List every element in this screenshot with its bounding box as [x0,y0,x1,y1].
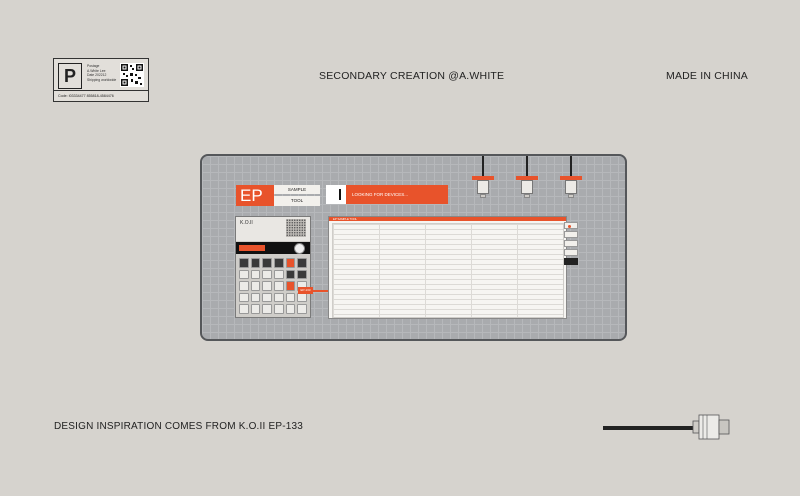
plug-pin [568,194,574,198]
pad-button[interactable] [285,304,296,314]
postage-label: P Postage A.White Lee Date 202212 Shippi… [53,58,149,102]
pad-button[interactable] [250,258,261,268]
ep-subtitle-sample: SAMPLE [274,185,320,194]
pad-button[interactable] [239,292,249,303]
pad-button[interactable] [274,258,284,268]
cable-tag [472,176,494,180]
ep-subtitle-tool: TOOL [274,196,320,206]
pad-button[interactable] [250,292,261,303]
search-input[interactable] [326,185,346,204]
postage-line: Shipping worldwide [87,77,117,82]
pad-button[interactable] [274,292,284,303]
usb-cable-3[interactable] [560,156,582,198]
header-right-text: MADE IN CHINA [666,70,748,82]
side-tab[interactable] [564,249,578,256]
pad-grid [239,258,307,314]
pad-button[interactable] [297,292,307,303]
pad-button[interactable] [262,304,272,314]
side-tab[interactable] [564,240,578,247]
pad-button[interactable] [262,269,272,280]
pad-button[interactable] [262,292,272,303]
connector-line [311,290,328,292]
pad-button[interactable] [285,292,296,303]
pad-button[interactable] [262,258,272,268]
header-center-text: SECONDARY CREATION @A.WHITE [319,70,505,82]
footer-text: DESIGN INSPIRATION COMES FROM K.O.II EP-… [54,421,304,432]
usb-plug-icon [521,180,533,194]
pad-button[interactable] [297,269,307,280]
usb-plug-icon [477,180,489,194]
device-search-bar[interactable]: LOOKING FOR DEVICES... [326,185,448,204]
pad-button[interactable] [239,304,249,314]
postage-line: Postage [87,64,100,68]
connector-tag: EP-133 [298,287,313,294]
pad-button[interactable] [274,269,284,280]
cable-wire [526,156,528,176]
pad-button[interactable] [250,269,261,280]
pad-button[interactable] [274,281,284,291]
postage-lines: Postage A.White Lee Date 202212 Shipping… [87,64,116,82]
text-cursor [339,189,341,200]
pad-button[interactable] [285,258,296,268]
usb-cable-2[interactable] [516,156,538,198]
ep-logo: EP [236,185,274,206]
cable-tag [516,176,538,180]
side-tabs [564,222,578,270]
pad-button[interactable] [297,304,307,314]
postage-letter: P [58,63,82,89]
usb-plug-icon [565,180,577,194]
dot-icon [568,225,571,228]
pad-button[interactable] [239,281,249,291]
panel-title-bar [329,217,566,221]
cable-wire [603,426,694,430]
side-tab-active[interactable] [564,258,578,265]
usb-plug-icon [692,414,730,440]
knob-icon[interactable] [294,243,305,254]
koii-device[interactable]: K.O.II [235,216,311,318]
pad-button[interactable] [297,258,307,268]
pad-button[interactable] [239,269,249,280]
pad-button[interactable] [239,258,249,268]
postage-line: Date 202212 [87,73,107,78]
speaker-grille-icon [286,219,306,237]
plug-pin [524,194,530,198]
side-tab[interactable] [564,222,578,229]
device-brand: K.O.II [240,220,253,226]
pad-button[interactable] [274,304,284,314]
panel-title: EP SAMPLE TOOL [333,217,358,221]
pad-button[interactable] [285,269,296,280]
device-board: EP SAMPLE TOOL LOOKING FOR DEVICES... K.… [200,154,627,341]
pad-button[interactable] [250,304,261,314]
cable-tag [560,176,582,180]
search-status: LOOKING FOR DEVICES... [346,185,448,204]
plug-pin [480,194,486,198]
pad-button[interactable] [250,281,261,291]
postage-code: Code: I03334477 855818-4584476 [54,90,148,100]
ep-subtitle: SAMPLE TOOL [274,185,320,206]
cable-wire [482,156,484,176]
sample-grid[interactable] [332,223,564,318]
postage-line: A.White Lee [87,68,106,73]
side-tab[interactable] [564,231,578,238]
qr-code-icon [120,63,144,87]
pad-button[interactable] [285,281,296,291]
pad-button[interactable] [262,281,272,291]
usb-cable-1[interactable] [472,156,494,198]
sample-browser-panel[interactable]: EP SAMPLE TOOL [328,216,567,319]
screen-indicator [239,245,265,251]
cable-wire [570,156,572,176]
